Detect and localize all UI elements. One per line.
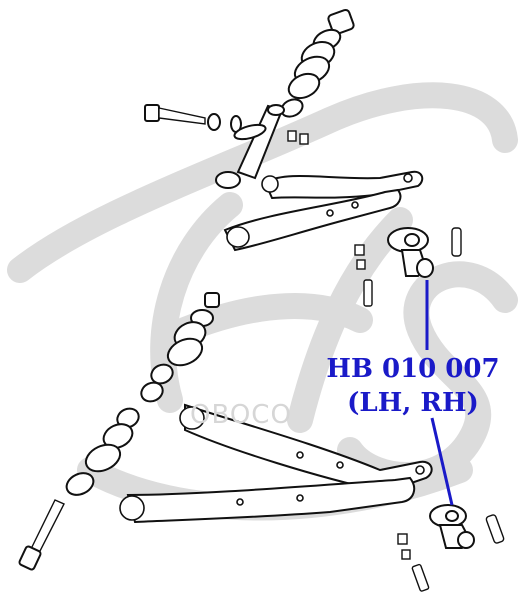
upper-arm-front-eye (261, 175, 279, 193)
lower-washer-4 (116, 407, 140, 429)
upper-shaft-flange (233, 123, 267, 141)
lower-fastener-bolt (411, 563, 430, 592)
part-leader-lines (425, 280, 454, 506)
lower-ball-joint-stud (457, 531, 475, 549)
lower-bolt-shank (29, 499, 65, 556)
lower-bushing-stack (65, 292, 220, 496)
lower-ball-joint-cap (445, 510, 459, 522)
upper-ball-joint-fasteners (354, 227, 462, 307)
lower-long-bolt (18, 499, 65, 571)
upper-small-nut-2 (299, 133, 309, 145)
lower-arm-rivet-4 (296, 494, 304, 502)
lower-arm-rivet-1 (296, 451, 304, 459)
upper-fastener-bolt (363, 279, 373, 307)
lower-arm-rear-link (126, 476, 416, 524)
upper-ball-joint-cap (404, 233, 420, 247)
lower-ball-joint-fasteners (397, 514, 505, 592)
lower-arm-front-eye (179, 406, 205, 430)
leader-line-lower (430, 417, 454, 506)
upper-arm-pivot-hole (403, 173, 413, 183)
upper-ball-joint (387, 227, 434, 278)
watermark-swoosh-upper (7, 82, 518, 283)
lower-bushing-4 (84, 443, 122, 473)
part-sides: (LH, RH) (347, 388, 479, 418)
watermark-h-right-stem (287, 207, 413, 433)
upper-arm-rivet-1 (326, 209, 334, 217)
lower-arm-rivet-2 (336, 461, 344, 469)
lower-fastener-nut-1 (397, 533, 408, 545)
upper-bolt-washer (207, 113, 221, 131)
upper-bolt-assembly (144, 104, 242, 133)
upper-ball-joint-bolt (451, 227, 462, 257)
part-number-label: HB 010 007 (LH, RH) (300, 352, 526, 420)
upper-small-nuts (287, 130, 309, 145)
upper-fastener-nut-2 (356, 259, 366, 270)
lower-arm-rear-eye (119, 495, 145, 521)
lower-bushing-2 (166, 337, 204, 367)
lower-washer-5 (65, 472, 95, 496)
upper-arm-rivet-2 (351, 201, 359, 209)
upper-shaft-tip (267, 104, 285, 116)
upper-small-nut-1 (287, 130, 297, 142)
upper-arm-rear-eye (226, 226, 250, 248)
lower-fastener-nut-2 (401, 549, 411, 560)
lower-ball-joint (429, 504, 475, 549)
upper-nut (327, 8, 355, 36)
upper-control-arm (223, 170, 424, 252)
upper-shaft (215, 104, 285, 189)
lower-ball-joint-bolt (485, 514, 505, 544)
brand-watermark: OBOCO (190, 400, 292, 430)
lower-washer-2 (150, 363, 174, 385)
upper-fastener-nut-1 (354, 244, 365, 256)
lower-arm-rivet-3 (236, 498, 244, 506)
upper-bushing-3 (287, 72, 321, 100)
upper-ball-joint-stud (416, 258, 434, 278)
lower-washer-3 (140, 381, 164, 403)
lower-bushing-3 (102, 423, 134, 449)
lower-arm-front-link (184, 403, 433, 494)
upper-bolt-head (144, 104, 160, 122)
lower-bolt-head (18, 545, 42, 571)
lower-control-arm (119, 403, 433, 524)
upper-bolt-shank (158, 107, 206, 125)
lower-nut (204, 292, 220, 308)
lower-arm-pivot-hole (415, 465, 425, 475)
upper-arm-front-link (263, 170, 424, 200)
part-number: HB 010 007 (326, 354, 500, 384)
upper-shaft-end (215, 171, 241, 189)
